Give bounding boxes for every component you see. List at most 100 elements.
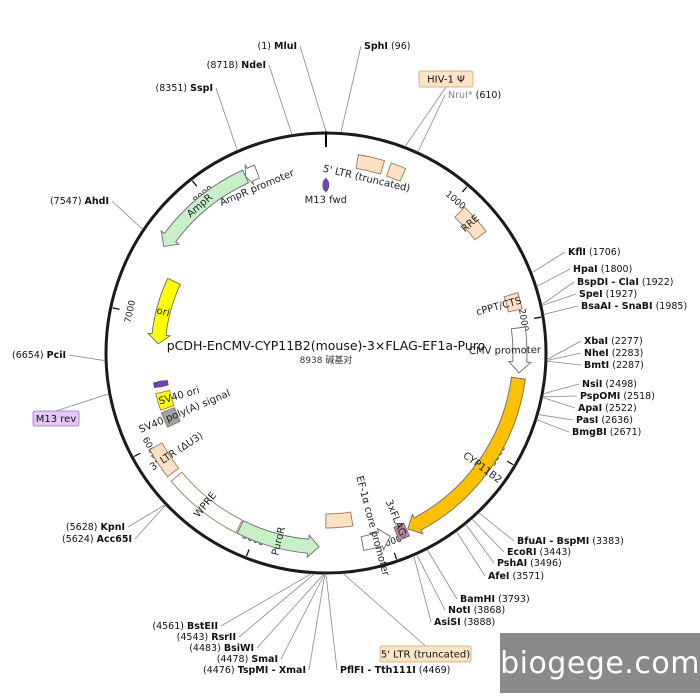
- site-label: PasI (2636): [576, 415, 633, 426]
- site-label: AfeI (3571): [488, 571, 544, 582]
- tick-mark: [506, 460, 514, 466]
- site-bmgbi: BmgBI (2671): [536, 419, 641, 438]
- site-acc65i: (5624) Acc65I: [62, 504, 166, 545]
- feature-label: CMV promoter: [469, 345, 542, 357]
- feature-rre: RRE: [454, 206, 487, 241]
- site-label: NheI (2283): [584, 348, 643, 359]
- site-label: (5628) KpnI: [66, 522, 125, 533]
- tick-label: 2000: [516, 308, 530, 333]
- site-label: (5624) Acc65I: [62, 534, 132, 545]
- feature-label: 3xFLAG: [383, 498, 408, 538]
- site-pasi: PasI (2636): [538, 414, 633, 426]
- site-spei: SpeI (1927): [541, 289, 637, 306]
- feature-wpre: WPRE: [170, 471, 243, 534]
- site-nsii: NsiI (2498): [543, 379, 637, 395]
- tick-mark: [534, 316, 542, 319]
- feature-ori: ori: [146, 277, 181, 345]
- site-label: (6654) PciI: [12, 350, 66, 361]
- tick-mark: [393, 552, 398, 560]
- site-bsteii: (4561) BstEII: [152, 573, 312, 632]
- site-ndei: (8718) NdeI: [207, 60, 293, 135]
- site-kfli: KflI (1706): [531, 247, 621, 274]
- site-label: (4483) BsiWI: [189, 643, 254, 654]
- site-label: BamHI (3793): [460, 594, 530, 605]
- feature-5-ltr-truncated-2: [325, 511, 354, 529]
- feature-m13-rev: [153, 379, 169, 389]
- feature-label: M13 fwd: [305, 195, 347, 206]
- site-label: BfuAI - BspMI (3383): [517, 536, 624, 547]
- feature-hiv-1-psi: [386, 162, 407, 182]
- site-label: (1) MluI: [258, 41, 298, 52]
- site-bspdi-clai: BspDI - ClaI (1922): [541, 277, 673, 306]
- site-bfuai-bspmi: BfuAI - BspMI (3383): [478, 512, 624, 547]
- site-nhei: NheI (2283): [546, 348, 643, 361]
- feature-3-ltr-du3-: 3' LTR (ΔU3): [148, 430, 205, 478]
- tick-mark: [461, 186, 468, 193]
- site-label: BmtI (2287): [584, 360, 644, 371]
- backbone-layer: [104, 131, 548, 575]
- site-label: PspOMI (2518): [580, 391, 655, 402]
- site-label: XbaI (2277): [584, 336, 643, 347]
- ltr-truncated-callout: 5' LTR (truncated): [342, 573, 472, 663]
- site-label: EcoRI (3443): [507, 547, 571, 558]
- plasmid-title: pCDH-EnCMV-CYP11B2(mouse)-3×FLAG-EF1a-Pu…: [167, 338, 486, 353]
- tick-label: 7000: [124, 299, 139, 324]
- site-bmti: BmtI (2287): [546, 360, 644, 371]
- site-label: (8351) SspI: [156, 83, 213, 94]
- site-label: SphI (96): [364, 41, 410, 52]
- site-label: (7547) AhdI: [50, 196, 109, 207]
- site-rsrii: (4543) RsrII: [177, 573, 315, 643]
- m13-rev-callout: M13 rev: [32, 393, 109, 427]
- site-layer: (1) MluI SphI (96) (8718) NdeI (8351) SspI (…: [12, 41, 687, 676]
- site-label: KflI (1706): [568, 247, 621, 258]
- site-label: SpeI (1927): [579, 289, 637, 300]
- feature-label: cPPT/CTS: [475, 296, 523, 319]
- site-bsiwi: (4483) BsiWI: [189, 573, 325, 654]
- feature-m13-fwd: M13 fwd: [305, 177, 347, 206]
- site-noti: NotI (3868): [416, 554, 505, 616]
- feature-cyp11b2: CYP11B2: [407, 376, 526, 535]
- site-label: PshAI (3496): [497, 558, 562, 569]
- tick-mark: [191, 180, 198, 187]
- site-pspomi: PspOMI (2518): [542, 391, 655, 402]
- feature-puror: PuroR: [236, 520, 320, 559]
- tick-mark: [133, 452, 141, 457]
- watermark-logo: biogege.com: [500, 633, 700, 693]
- site-label: ApaI (2522): [578, 403, 637, 414]
- feature-label: ori: [155, 305, 170, 319]
- callout-text: HIV-1 Ψ: [427, 75, 465, 86]
- site-label: PflFI - Tth111I (4469): [340, 665, 450, 676]
- plasmid-size: 8938 碱基对: [300, 354, 353, 366]
- site-label: HpaI (1800): [573, 264, 632, 275]
- site-sphi: SphI (96): [340, 41, 410, 133]
- site-label: (4476) TspMI - XmaI: [203, 665, 306, 676]
- site-label: BsaAI - SnaBI (1985): [581, 301, 687, 312]
- feature-ampr: AmpR: [160, 169, 250, 248]
- feature-label: EF-1α core promoter: [353, 475, 391, 578]
- site-ecori: EcoRI (3443): [471, 518, 571, 558]
- site-label: NsiI (2498): [582, 379, 637, 390]
- feature-cppt-cts: cPPT/CTS: [475, 291, 523, 319]
- site-asisi: AsiSI (3888): [413, 555, 495, 628]
- site-nrui: NruI* (610): [417, 90, 501, 153]
- callout-layer: HIV-1 Ψ M13 rev 5' LTR (truncated): [32, 70, 474, 663]
- callout-text: 5' LTR (truncated): [381, 650, 470, 661]
- callout-text: M13 rev: [36, 414, 77, 425]
- site-tspmi-xmai: (4476) TspMI - XmaI: [203, 573, 326, 676]
- site-bamhi: BamHI (3793): [426, 549, 530, 605]
- site-label: (4561) BstEII: [152, 621, 218, 632]
- feature-cmv-promoter: CMV promoter: [469, 326, 542, 374]
- tick-mark: [245, 549, 250, 557]
- site-label: NotI (3868): [448, 605, 505, 616]
- site-label: (4543) RsrII: [177, 632, 236, 643]
- feature-ef-1a-core-promoter: EF-1α core promoter: [353, 475, 391, 578]
- site-label: (8718) NdeI: [207, 60, 266, 71]
- site-xbai: XbaI (2277): [546, 336, 643, 360]
- site-bsaai-snabi: BsaAI - SnaBI (1985): [543, 301, 687, 315]
- site-pshai: PshAI (3496): [465, 524, 562, 569]
- svg-text:NruI* (610): NruI* (610): [448, 90, 501, 101]
- site-kpni: (5628) KpnI: [66, 504, 166, 533]
- site-label: BspDI - ClaI (1922): [577, 277, 673, 288]
- site-mlui: (1) MluI: [258, 41, 327, 133]
